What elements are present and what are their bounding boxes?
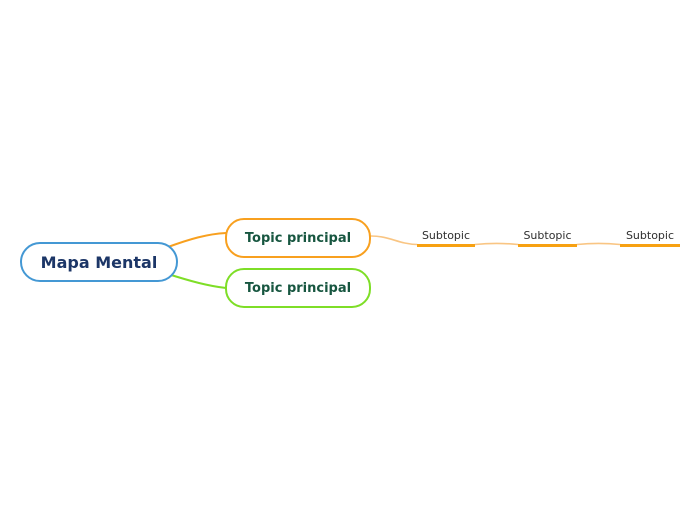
- connector-topic1-to-subtopic1: [370, 235, 418, 246]
- root-node[interactable]: Mapa Mental: [20, 242, 178, 282]
- subtopic-node-3[interactable]: Subtopic: [620, 229, 680, 247]
- subtopic-node-3-label: Subtopic: [625, 229, 675, 242]
- root-node-label: Mapa Mental: [40, 252, 158, 272]
- connector-subtopic1-to-subtopic2: [474, 242, 519, 246]
- topic-node-2-label: Topic principal: [244, 280, 352, 296]
- subtopic-node-2[interactable]: Subtopic: [518, 229, 577, 247]
- subtopic-node-1-label: Subtopic: [421, 229, 471, 242]
- subtopic-node-1[interactable]: Subtopic: [417, 229, 475, 247]
- topic-node-2[interactable]: Topic principal: [225, 268, 371, 308]
- topic-node-1[interactable]: Topic principal: [225, 218, 371, 258]
- connector-root-to-topic2: [167, 273, 227, 289]
- connector-root-to-topic1: [167, 232, 227, 248]
- connector-subtopic2-to-subtopic3: [576, 242, 621, 246]
- subtopic-node-2-label: Subtopic: [523, 229, 572, 242]
- topic-node-1-label: Topic principal: [244, 230, 352, 246]
